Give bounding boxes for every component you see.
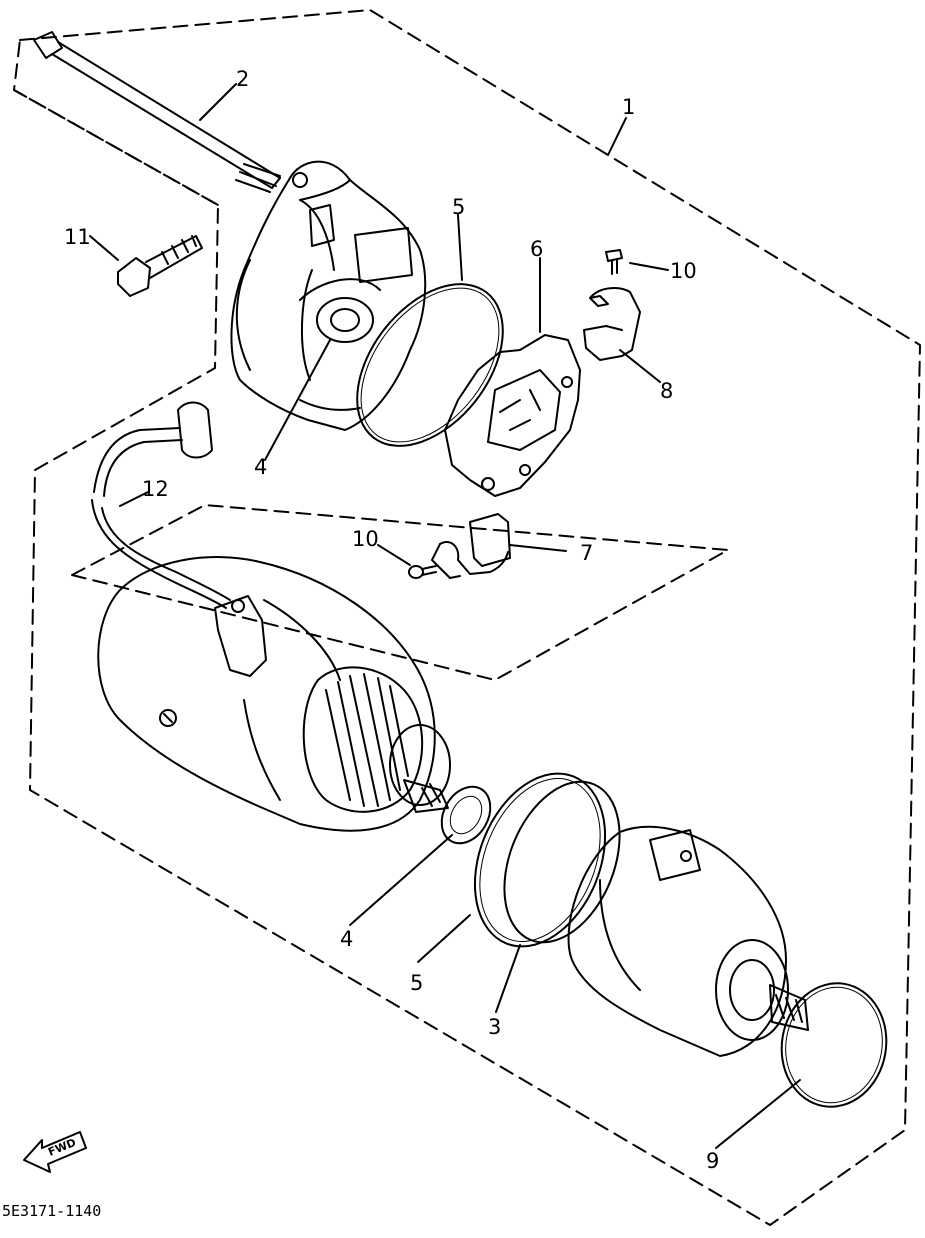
callout-12: 12 xyxy=(142,477,169,501)
callout-10-upper: 10 xyxy=(670,259,697,283)
motor-yoke xyxy=(97,556,436,832)
screw-top xyxy=(605,249,623,275)
forward-label: FWD xyxy=(46,1136,78,1159)
brush-plate-boundary xyxy=(71,504,729,681)
callout-6: 6 xyxy=(530,237,543,261)
mounting-bolt xyxy=(117,235,203,297)
brush-lower xyxy=(431,513,511,579)
drawing-code: 5E3171-1140 xyxy=(2,1202,101,1220)
callout-2: 2 xyxy=(236,67,249,91)
callout-7: 7 xyxy=(580,541,593,565)
assembly-boundary-inner xyxy=(13,89,219,206)
o-ring-front xyxy=(780,982,888,1108)
gasket-ring xyxy=(503,780,621,944)
callout-8: 8 xyxy=(660,379,673,403)
o-ring-lower xyxy=(473,772,607,948)
through-bolt xyxy=(33,31,281,193)
callout-5-lower: 5 xyxy=(410,971,423,995)
callout-4-lower: 4 xyxy=(340,927,353,951)
assembly-boundary-upper xyxy=(13,9,921,1226)
o-ring-upper xyxy=(356,283,504,447)
screw-lower xyxy=(408,565,437,579)
callout-9: 9 xyxy=(706,1149,719,1173)
callout-3: 3 xyxy=(488,1015,501,1039)
armature xyxy=(302,666,451,813)
forward-arrow-icon xyxy=(23,1131,87,1173)
brush-holder-plate xyxy=(444,334,581,497)
callout-11: 11 xyxy=(64,225,91,249)
front-end-cover xyxy=(567,825,809,1057)
rear-end-cover xyxy=(230,160,427,431)
washer-lower xyxy=(440,785,492,845)
callout-5-upper: 5 xyxy=(452,195,465,219)
brush-upper xyxy=(583,287,641,361)
callout-4-upper: 4 xyxy=(254,455,267,479)
callout-10-lower: 10 xyxy=(352,527,379,551)
lead-wire xyxy=(91,401,267,677)
callout-1: 1 xyxy=(622,95,635,119)
